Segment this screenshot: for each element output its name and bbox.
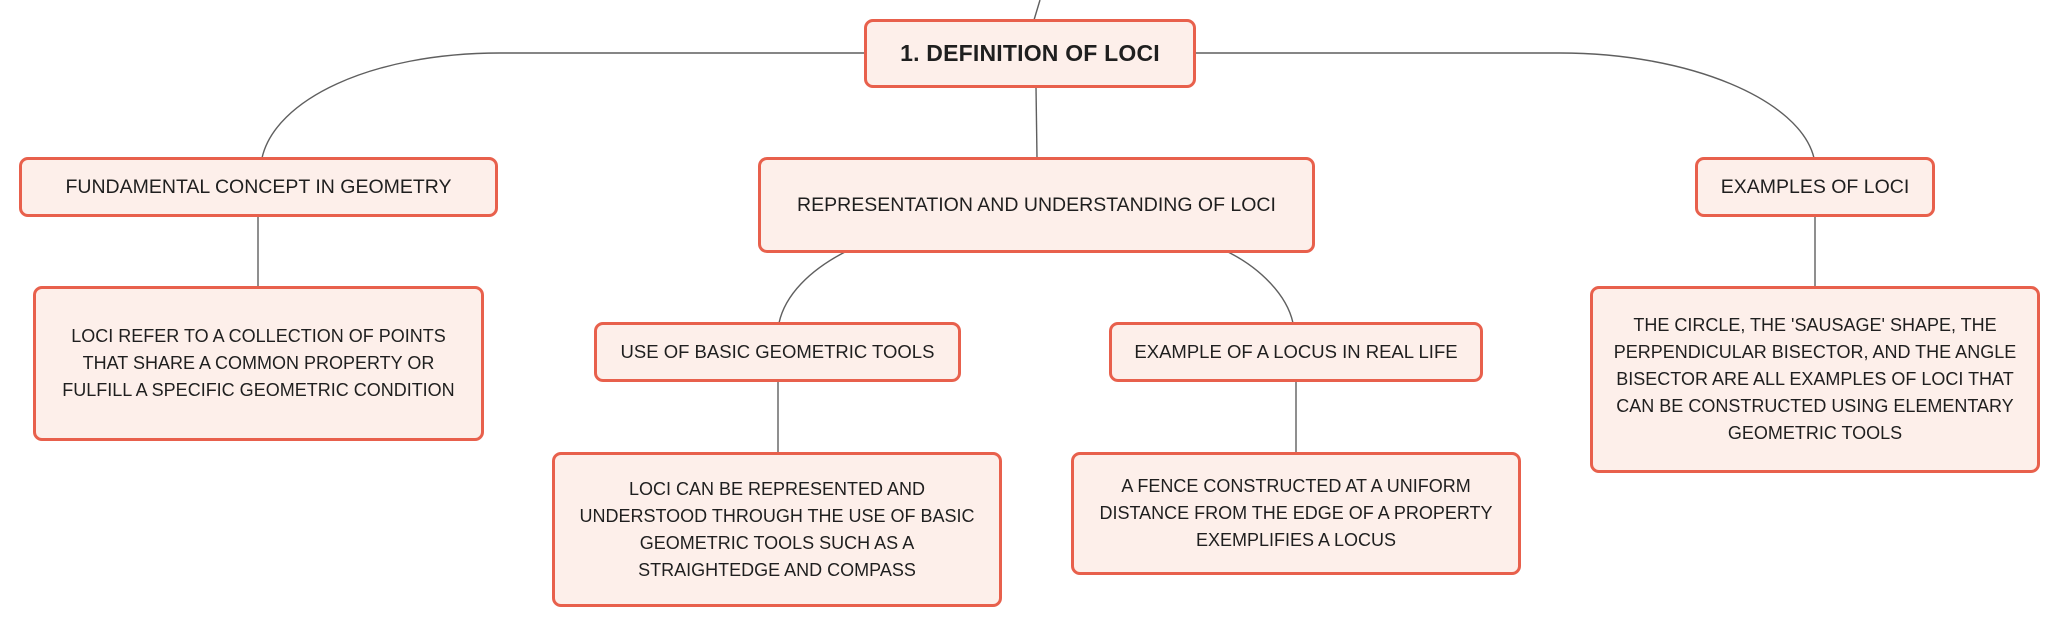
connector-root-to-fundamental bbox=[261, 52, 865, 159]
root-node[interactable]: 1. DEFINITION OF LOCI bbox=[864, 19, 1196, 88]
connector-root-to-examples bbox=[1194, 52, 1815, 159]
connector-root-to-representation bbox=[1035, 86, 1038, 159]
root-node-label: 1. DEFINITION OF LOCI bbox=[900, 40, 1160, 66]
representation-label: REPRESENTATION AND UNDERSTANDING OF LOCI bbox=[797, 193, 1276, 216]
tools-node[interactable]: USE OF BASIC GEOMETRIC TOOLS bbox=[594, 322, 961, 382]
fundamental-detail-text: LOCI REFER TO A COLLECTION OF POINTS THA… bbox=[62, 326, 455, 400]
connector-representation-to-real-life bbox=[1227, 251, 1294, 324]
examples-label: EXAMPLES OF LOCI bbox=[1720, 175, 1910, 198]
connector-representation-to-tools bbox=[778, 251, 846, 324]
examples-detail-node[interactable]: THE CIRCLE, THE 'SAUSAGE' SHAPE, THE PER… bbox=[1590, 286, 2040, 473]
tools-label: USE OF BASIC GEOMETRIC TOOLS bbox=[620, 341, 935, 362]
fundamental-concept-node[interactable]: FUNDAMENTAL CONCEPT IN GEOMETRY bbox=[19, 157, 498, 217]
fundamental-detail-node[interactable]: LOCI REFER TO A COLLECTION OF POINTS THA… bbox=[33, 286, 484, 441]
real-life-node[interactable]: EXAMPLE OF A LOCUS IN REAL LIFE bbox=[1109, 322, 1483, 382]
tools-detail-node[interactable]: LOCI CAN BE REPRESENTED AND UNDERSTOOD T… bbox=[552, 452, 1002, 607]
representation-node[interactable]: REPRESENTATION AND UNDERSTANDING OF LOCI bbox=[758, 157, 1315, 253]
fundamental-concept-label: FUNDAMENTAL CONCEPT IN GEOMETRY bbox=[65, 175, 452, 198]
connector-parent-stub bbox=[1033, 0, 1041, 21]
examples-node[interactable]: EXAMPLES OF LOCI bbox=[1695, 157, 1935, 217]
tools-detail-text: LOCI CAN BE REPRESENTED AND UNDERSTOOD T… bbox=[579, 478, 975, 580]
real-life-label: EXAMPLE OF A LOCUS IN REAL LIFE bbox=[1134, 341, 1458, 362]
real-life-detail-node[interactable]: A FENCE CONSTRUCTED AT A UNIFORM DISTANC… bbox=[1071, 452, 1521, 575]
real-life-detail-text: A FENCE CONSTRUCTED AT A UNIFORM DISTANC… bbox=[1099, 476, 1493, 550]
examples-detail-text: THE CIRCLE, THE 'SAUSAGE' SHAPE, THE PER… bbox=[1613, 315, 2017, 443]
